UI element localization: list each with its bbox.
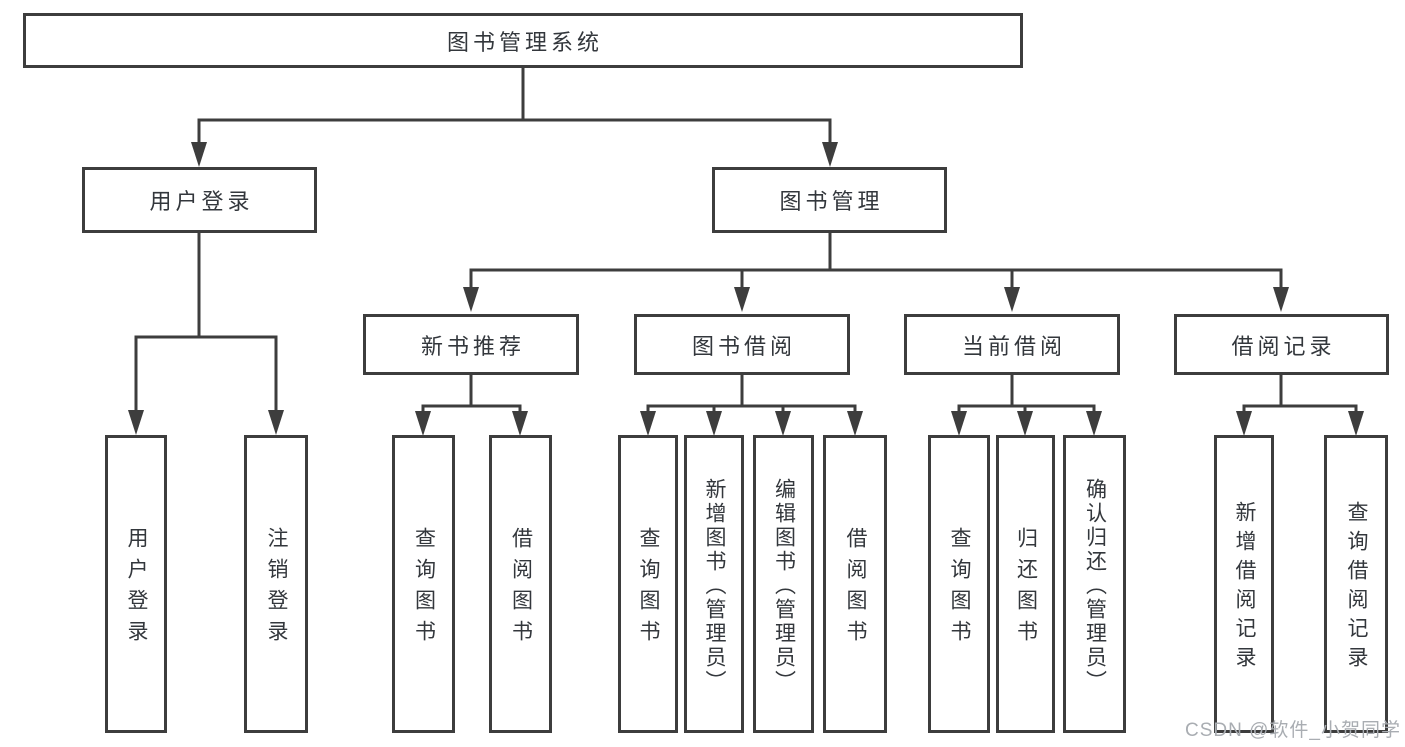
arrowhead-icon [268, 410, 284, 435]
node-new-book-recommend: 新书推荐 [363, 314, 579, 375]
leaf-logout: 注销登录 [244, 435, 308, 733]
arrowhead-icon [128, 410, 144, 435]
arrowhead-icon [191, 142, 207, 167]
leaf-bb-query-book: 查询图书 [618, 435, 678, 733]
arrowhead-group [128, 142, 1364, 436]
leaf-nbr-query-book: 查询图书 [392, 435, 455, 733]
watermark-text: CSDN @软件_小贺同学 [1185, 720, 1401, 741]
node-book-management: 图书管理 [712, 167, 947, 233]
arrowhead-icon [734, 287, 750, 312]
leaf-cb-return-book: 归还图书 [996, 435, 1055, 733]
arrowhead-icon [415, 411, 431, 436]
arrowhead-icon [822, 142, 838, 167]
arrowhead-icon [847, 411, 863, 436]
leaf-bb-edit-book: 编辑图书（管理员） [753, 435, 814, 733]
arrowhead-icon [1236, 411, 1252, 436]
leaf-bb-add-book: 新增图书（管理员） [684, 435, 744, 733]
leaf-cb-query-book: 查询图书 [928, 435, 990, 733]
leaf-nbr-borrow-book: 借阅图书 [489, 435, 552, 733]
node-current-borrow: 当前借阅 [904, 314, 1120, 375]
arrowhead-icon [640, 411, 656, 436]
arrowhead-icon [775, 411, 791, 436]
arrowhead-icon [951, 411, 967, 436]
leaf-br-query-record: 查询借阅记录 [1324, 435, 1388, 733]
leaf-cb-confirm-return: 确认归还（管理员） [1063, 435, 1126, 733]
leaf-br-add-record: 新增借阅记录 [1214, 435, 1274, 733]
node-root: 图书管理系统 [23, 13, 1023, 68]
node-book-borrow: 图书借阅 [634, 314, 850, 375]
arrowhead-icon [1348, 411, 1364, 436]
arrowhead-icon [512, 411, 528, 436]
arrowhead-icon [1017, 411, 1033, 436]
arrowhead-icon [1004, 287, 1020, 312]
connector-line-group [134, 68, 1358, 414]
arrowhead-icon [706, 411, 722, 436]
arrowhead-icon [1086, 411, 1102, 436]
leaf-user-login: 用户登录 [105, 435, 167, 733]
node-borrow-record: 借阅记录 [1174, 314, 1389, 375]
leaf-bb-borrow-book: 借阅图书 [823, 435, 887, 733]
node-user-login: 用户登录 [82, 167, 317, 233]
arrowhead-icon [1273, 287, 1289, 312]
arrowhead-icon [463, 287, 479, 312]
